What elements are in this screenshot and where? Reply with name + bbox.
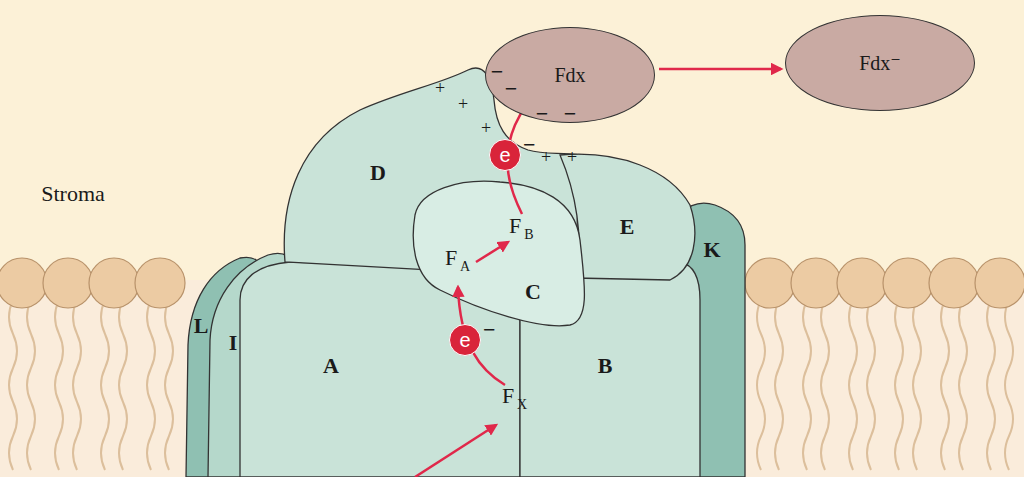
charge-sign: − xyxy=(505,78,518,100)
cofactor-label: B xyxy=(524,228,533,242)
lipid-tail xyxy=(55,300,63,470)
lipid-head xyxy=(89,258,139,308)
node-text: C xyxy=(525,281,541,303)
electron-circle: e− xyxy=(489,139,521,171)
node-text: A xyxy=(323,355,339,377)
subunit-label: D xyxy=(367,160,389,186)
lipid-tail xyxy=(165,300,173,470)
cofactor-label: A xyxy=(460,260,470,274)
subunit-label: K xyxy=(700,237,723,263)
charge-sign: + xyxy=(541,148,551,166)
node-text: e xyxy=(459,330,470,350)
reduced-ferredoxin: Fdx⁻ xyxy=(785,15,975,111)
electron-path xyxy=(458,287,505,385)
electron-path xyxy=(415,425,496,477)
subunit-label: C xyxy=(522,279,544,305)
lipid-head xyxy=(929,258,979,308)
node-text: E xyxy=(620,216,635,238)
subunit-label: L xyxy=(191,313,212,339)
lipid-head xyxy=(0,258,47,308)
lipid-tail xyxy=(27,300,35,470)
cofactor-label: F xyxy=(445,247,457,269)
node-text: I xyxy=(229,332,238,354)
node-text: L xyxy=(194,315,209,337)
charge-sign: + xyxy=(435,79,445,97)
subunit-label: I xyxy=(226,330,241,356)
cofactor-label: F xyxy=(502,385,514,407)
electron-transfer-arrow xyxy=(659,68,781,71)
lipid-tail xyxy=(803,300,811,470)
lipid-head xyxy=(883,258,933,308)
node-text: Fdx⁻ xyxy=(859,53,901,73)
lipid-tail xyxy=(101,300,109,470)
lipid-tail xyxy=(959,300,967,470)
lipid-tail xyxy=(757,300,765,470)
lipid-tail xyxy=(821,300,829,470)
cofactor-label: F xyxy=(509,215,521,237)
lipid-head xyxy=(791,258,841,308)
node-text: B xyxy=(598,355,613,377)
lipid-tail xyxy=(913,300,921,470)
charge-sign: + xyxy=(567,148,577,166)
subunit-label: E xyxy=(617,214,638,240)
lipid-tail xyxy=(775,300,783,470)
cofactor-label: X xyxy=(517,398,527,412)
lipid-tail xyxy=(941,300,949,470)
lipid-head xyxy=(837,258,887,308)
node-text: e xyxy=(499,145,510,165)
subunit-c-shape xyxy=(413,181,584,326)
charge-sign: − xyxy=(536,103,549,125)
electron-circle: e− xyxy=(449,324,481,356)
lipid-tail xyxy=(73,300,81,470)
charge-sign: + xyxy=(481,119,491,137)
charge-sign: − xyxy=(523,134,536,156)
lipid-head xyxy=(745,258,795,308)
lipid-tail xyxy=(867,300,875,470)
node-text: Fdx xyxy=(554,65,585,85)
lipid-tail xyxy=(119,300,127,470)
lipid-tail xyxy=(849,300,857,470)
lipid-tail xyxy=(9,300,17,470)
charge-sign: − xyxy=(491,61,504,83)
lipid-tail xyxy=(987,300,995,470)
node-text: K xyxy=(703,239,720,261)
electron-path xyxy=(476,242,508,262)
lipid-tail xyxy=(1005,300,1013,470)
node-text: D xyxy=(370,162,386,184)
lipid-head xyxy=(975,258,1024,308)
lipid-tail xyxy=(895,300,903,470)
charge-sign: + xyxy=(458,95,468,113)
subunit-label: B xyxy=(595,353,616,379)
lipid-head xyxy=(135,258,185,308)
charge-sign: − xyxy=(483,319,496,341)
region-label: Stroma xyxy=(41,183,105,205)
charge-sign: − xyxy=(564,103,577,125)
subunit-label: A xyxy=(320,353,342,379)
lipid-tail xyxy=(147,300,155,470)
lipid-head xyxy=(43,258,93,308)
